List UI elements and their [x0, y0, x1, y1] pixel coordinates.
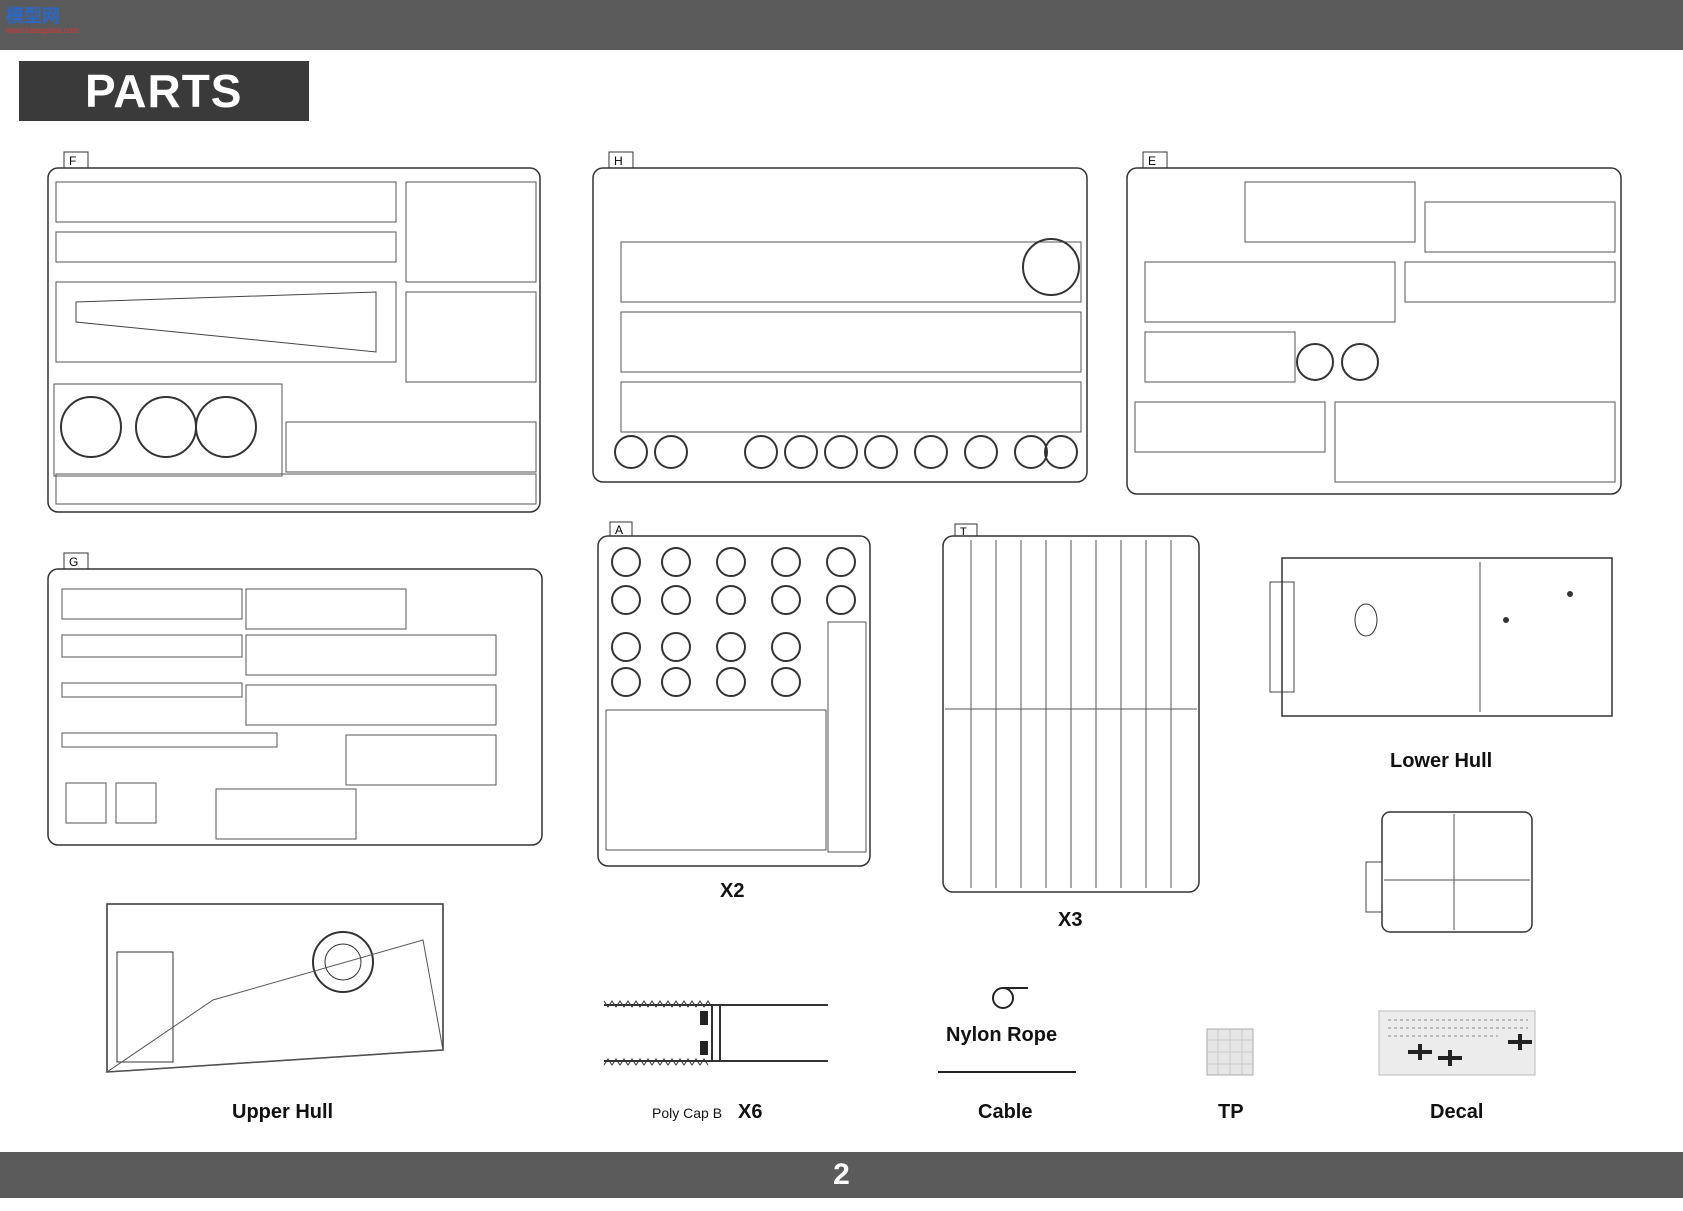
watermark-logo: 模型网 www.hasegawa.com: [6, 6, 79, 40]
lower-hull-label: Lower Hull: [1390, 750, 1493, 772]
decal-sheet-icon: [1378, 1010, 1536, 1076]
page-number: 2: [833, 1158, 850, 1191]
sprue-g: G: [47, 552, 543, 846]
sprue-f: F: [47, 151, 541, 513]
upper-hull-label: Upper Hull: [232, 1101, 334, 1123]
cable-line-icon: [938, 1071, 1076, 1073]
nylon-rope-icon: [992, 987, 1028, 1009]
header-band: [0, 0, 1683, 50]
tp-label: TP: [1218, 1101, 1244, 1123]
sprue-t: T: [942, 523, 1200, 893]
page-title: PARTS: [19, 61, 309, 121]
sprue-h-letter: H: [614, 154, 623, 168]
nylon-rope-label: Nylon Rope: [946, 1024, 1058, 1046]
tp-sheet-icon: [1206, 1028, 1254, 1076]
small-sprue: [1365, 811, 1533, 933]
sprue-a-multiplier: X2: [720, 880, 745, 902]
sprue-a: A: [597, 521, 871, 867]
sprue-h: H: [592, 151, 1088, 483]
sprue-e: E: [1126, 151, 1622, 495]
lower-hull-drawing: [1269, 557, 1613, 717]
sprue-f-letter: F: [69, 154, 76, 168]
cable-label: Cable: [978, 1101, 1033, 1123]
sprue-a-letter: A: [615, 523, 623, 537]
watermark-url: www.hasegawa.com: [6, 26, 79, 35]
upper-hull-drawing: [105, 903, 444, 1073]
poly-cap-multiplier: X6: [738, 1101, 763, 1123]
sprue-t-letter: T: [960, 526, 967, 538]
watermark-title: 模型网: [6, 6, 60, 26]
poly-cap-label: Poly Cap B: [652, 1105, 723, 1121]
poly-cap-drawing: [603, 1000, 828, 1066]
sprue-e-letter: E: [1148, 154, 1156, 168]
sprue-g-letter: G: [69, 555, 78, 569]
sprue-t-multiplier: X3: [1058, 909, 1083, 931]
decal-label: Decal: [1430, 1101, 1484, 1123]
footer-band: [0, 1152, 1683, 1198]
